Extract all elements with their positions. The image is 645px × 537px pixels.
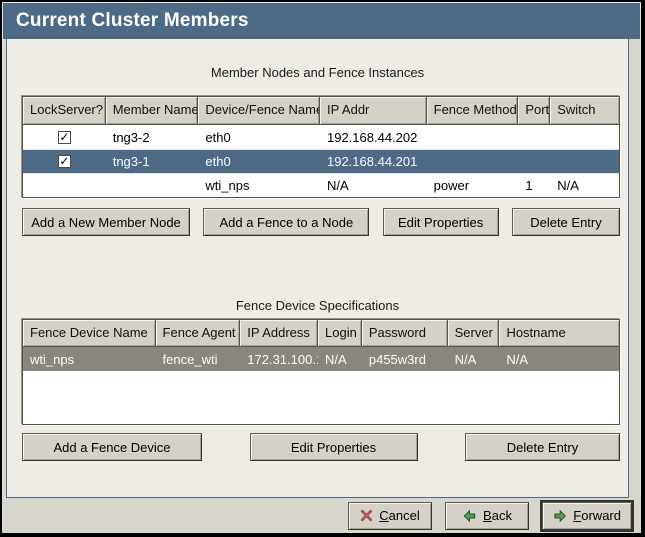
- login-cell: N/A: [325, 351, 347, 367]
- server-cell: N/A: [454, 351, 477, 367]
- fence-button-row: Add a Fence Device Edit Properties Delet…: [22, 433, 620, 461]
- lockserver-checkbox[interactable]: ✓: [57, 154, 71, 168]
- green-left-arrow-icon: [463, 509, 476, 522]
- lockserver-checkbox[interactable]: ✓: [57, 129, 71, 144]
- ip-addr-cell: 192.168.44.202: [326, 129, 418, 145]
- lockserver-cell: ✓: [23, 125, 106, 149]
- forward-button-label: Forward: [573, 508, 621, 523]
- cancel-button[interactable]: Cancel: [348, 501, 432, 530]
- column-header-fence-device-name[interactable]: Fence Device Name: [23, 320, 156, 346]
- members-table-header: LockServer? Member Name Device/Fence Nam…: [23, 97, 619, 125]
- port-cell: [518, 150, 550, 173]
- column-header-lockserver[interactable]: LockServer?: [23, 97, 106, 124]
- ip-address-cell: 172.31.100.1: [247, 351, 318, 367]
- forward-button[interactable]: Forward: [542, 501, 632, 530]
- back-button-label: Back: [483, 508, 512, 523]
- password-cell: p455w3rd: [368, 351, 426, 367]
- switch-cell: [550, 150, 619, 173]
- column-header-login[interactable]: Login: [318, 320, 362, 346]
- fence-agent-cell: fence_wti: [162, 351, 218, 367]
- member-name-cell: tng3-1: [112, 154, 150, 169]
- switch-cell: N/A: [557, 178, 579, 193]
- fence-devices-table: Fence Device Name Fence Agent IP Address…: [22, 319, 620, 425]
- column-header-password[interactable]: Password: [361, 320, 448, 346]
- members-table-body: ✓ tng3-2 eth0 192.168.44.202 ✓ tng3-1 et…: [23, 125, 619, 197]
- column-header-fence-method[interactable]: Fence Method: [426, 97, 519, 124]
- edit-fence-properties-button[interactable]: Edit Properties: [249, 433, 418, 461]
- ip-addr-cell: 192.168.44.201: [326, 154, 418, 169]
- column-header-server[interactable]: Server: [447, 320, 500, 346]
- column-header-hostname[interactable]: Hostname: [499, 320, 620, 346]
- column-header-port[interactable]: Port: [518, 97, 551, 124]
- fence-method-cell: power: [433, 178, 470, 193]
- table-row-wti-nps-fence[interactable]: wti_nps N/A power 1 N/A: [23, 173, 619, 197]
- table-row-tng3-1-selected[interactable]: ✓ tng3-1 eth0 192.168.44.201: [23, 149, 619, 173]
- fence-section-title: Fence Device Specifications: [235, 298, 400, 313]
- fence-device-name-cell: wti_nps: [30, 351, 75, 367]
- port-cell: 1: [525, 178, 533, 193]
- back-button[interactable]: Back: [445, 501, 529, 530]
- device-fence-name-cell: wti_nps: [205, 178, 250, 193]
- window-titlebar: Current Cluster Members: [3, 3, 640, 39]
- red-x-icon: [361, 509, 373, 522]
- add-fence-device-button[interactable]: Add a Fence Device: [22, 433, 202, 461]
- column-header-switch[interactable]: Switch: [550, 97, 619, 124]
- green-right-arrow-icon: [554, 509, 567, 522]
- lockserver-cell: [23, 174, 106, 197]
- add-member-node-button[interactable]: Add a New Member Node: [22, 208, 190, 236]
- fence-table-header: Fence Device Name Fence Agent IP Address…: [23, 320, 620, 347]
- column-header-device-fence-name[interactable]: Device/Fence Name: [198, 97, 320, 124]
- column-header-ip-address[interactable]: IP Address: [240, 320, 318, 346]
- checkmark-icon: ✓: [59, 129, 70, 144]
- ip-addr-cell: N/A: [326, 178, 349, 193]
- members-section-title: Member Nodes and Fence Instances: [210, 65, 425, 80]
- column-header-ip-addr[interactable]: IP Addr: [319, 97, 427, 124]
- content-panel: Member Nodes and Fence Instances LockSer…: [6, 39, 629, 498]
- device-fence-name-cell: eth0: [205, 154, 231, 169]
- device-fence-name-cell: eth0: [205, 129, 231, 145]
- dialog-button-bar: Cancel Back Forward: [2, 498, 641, 533]
- port-cell: [518, 125, 550, 149]
- empty-table-area[interactable]: [23, 371, 619, 424]
- fence-method-cell: [427, 125, 519, 149]
- edit-properties-button[interactable]: Edit Properties: [382, 208, 499, 236]
- column-header-member-name[interactable]: Member Name: [105, 97, 199, 124]
- delete-entry-button[interactable]: Delete Entry: [511, 208, 620, 236]
- members-table: LockServer? Member Name Device/Fence Nam…: [22, 96, 620, 198]
- members-button-row: Add a New Member Node Add a Fence to a N…: [22, 208, 620, 236]
- table-row-tng3-2[interactable]: ✓ tng3-2 eth0 192.168.44.202: [23, 125, 619, 149]
- add-fence-to-node-button[interactable]: Add a Fence to a Node: [203, 208, 370, 236]
- cancel-button-label: Cancel: [379, 508, 420, 523]
- checkmark-icon: ✓: [59, 154, 70, 168]
- column-header-fence-agent[interactable]: Fence Agent: [155, 320, 241, 346]
- hostname-cell: N/A: [506, 351, 529, 367]
- fence-method-cell: [427, 150, 519, 173]
- switch-cell: [550, 125, 619, 149]
- member-name-cell: [106, 174, 199, 197]
- delete-fence-entry-button[interactable]: Delete Entry: [465, 433, 620, 461]
- page-title: Current Cluster Members: [16, 10, 249, 31]
- lockserver-cell: ✓: [23, 150, 106, 173]
- member-name-cell: tng3-2: [112, 129, 150, 145]
- table-row-wti-nps-device-selected[interactable]: wti_nps fence_wti 172.31.100.1 N/A p455w…: [23, 347, 619, 371]
